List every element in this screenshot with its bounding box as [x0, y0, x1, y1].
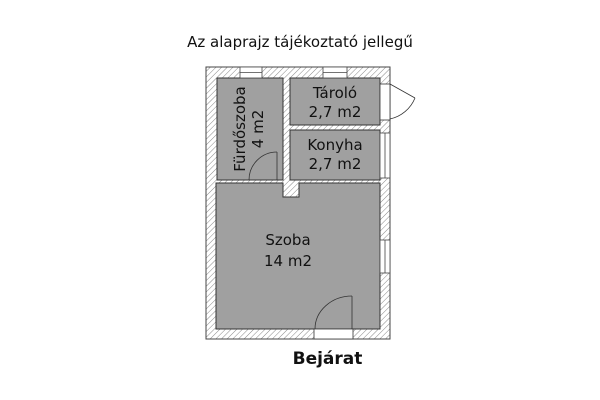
door-furdoszoba [248, 151, 278, 181]
windows [239, 66, 391, 274]
door-tarolo [379, 83, 416, 121]
room-name-konyha: Konyha [307, 136, 362, 154]
door-entrance [313, 295, 354, 340]
room-area-szoba: 14 m2 [264, 252, 312, 270]
room-furdoszoba [216, 77, 284, 181]
room-area-konyha: 2,7 m2 [309, 155, 362, 173]
room-szoba [215, 182, 381, 330]
room-name-szoba: Szoba [265, 231, 310, 249]
entrance-label: Bejárat [292, 349, 363, 369]
room-area-furdoszoba: 4 m2 [249, 110, 267, 148]
room-area-tarolo: 2,7 m2 [309, 103, 362, 121]
room-name-furdoszoba: Fürdőszoba [231, 86, 249, 172]
plan-disclaimer-title: Az alaprajz tájékoztató jellegű [187, 33, 413, 51]
room-name-tarolo: Tároló [312, 84, 357, 102]
